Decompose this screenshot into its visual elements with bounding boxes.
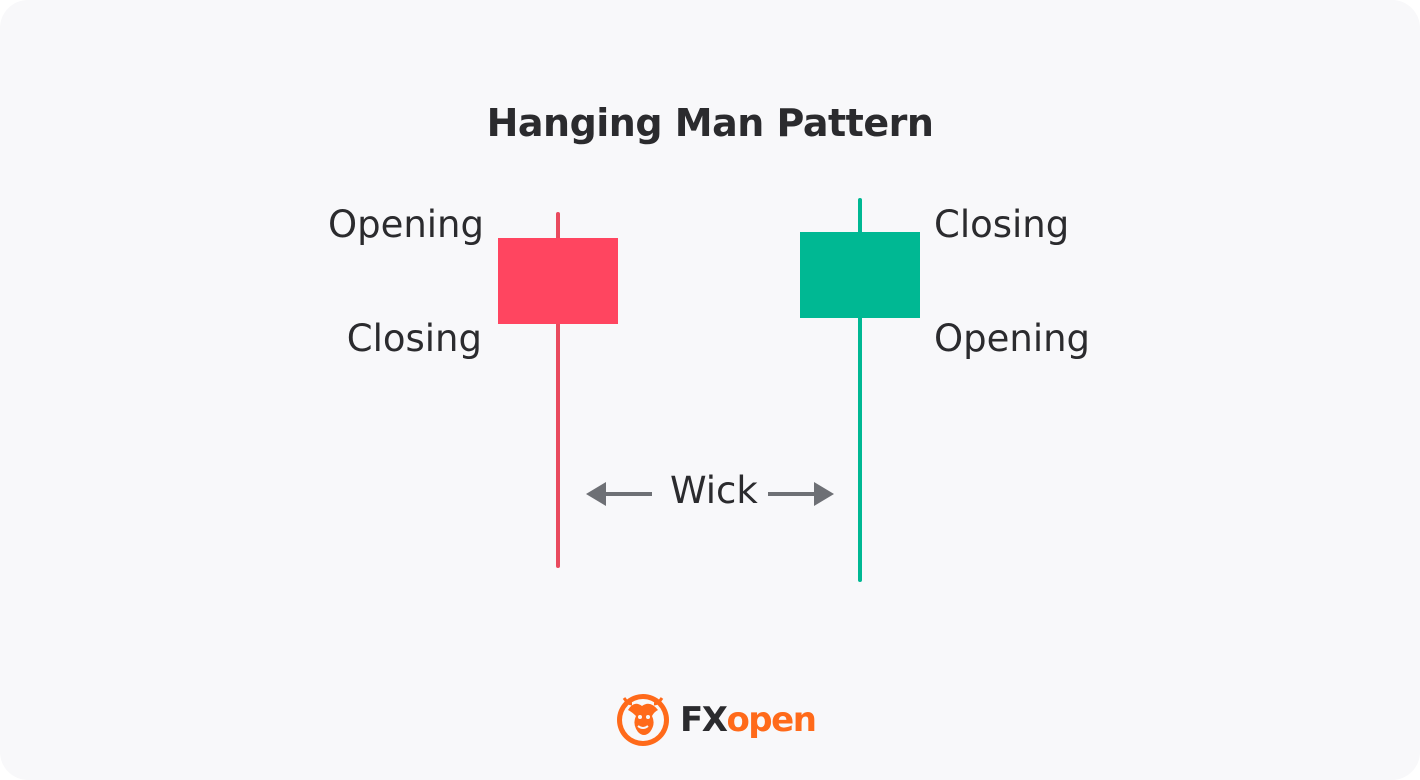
bullish-candle-wick (858, 198, 862, 582)
logo-open: open (726, 700, 816, 740)
logo-wordmark: FXopen (680, 700, 817, 740)
bearish-closing-label: Closing (346, 317, 482, 360)
left-arrow-head (586, 482, 606, 506)
bullish-candle-body (800, 232, 920, 318)
bullish-opening-label: Opening (934, 317, 1091, 360)
bearish-opening-label: Opening (327, 203, 484, 246)
bearish-candle-wick (556, 212, 560, 568)
right-arrow-head (814, 482, 834, 506)
left-arrow-shaft (602, 492, 652, 496)
diagram-title: Hanging Man Pattern (486, 101, 934, 145)
bullish-closing-label: Closing (934, 203, 1070, 246)
wick-label: Wick (670, 469, 758, 512)
logo-fx: FX (680, 700, 728, 740)
bull-head-icon (617, 694, 669, 746)
fxopen-logo: FXopen (614, 690, 817, 750)
right-arrow-shaft (768, 492, 818, 496)
bearish-candle-body (498, 238, 618, 324)
